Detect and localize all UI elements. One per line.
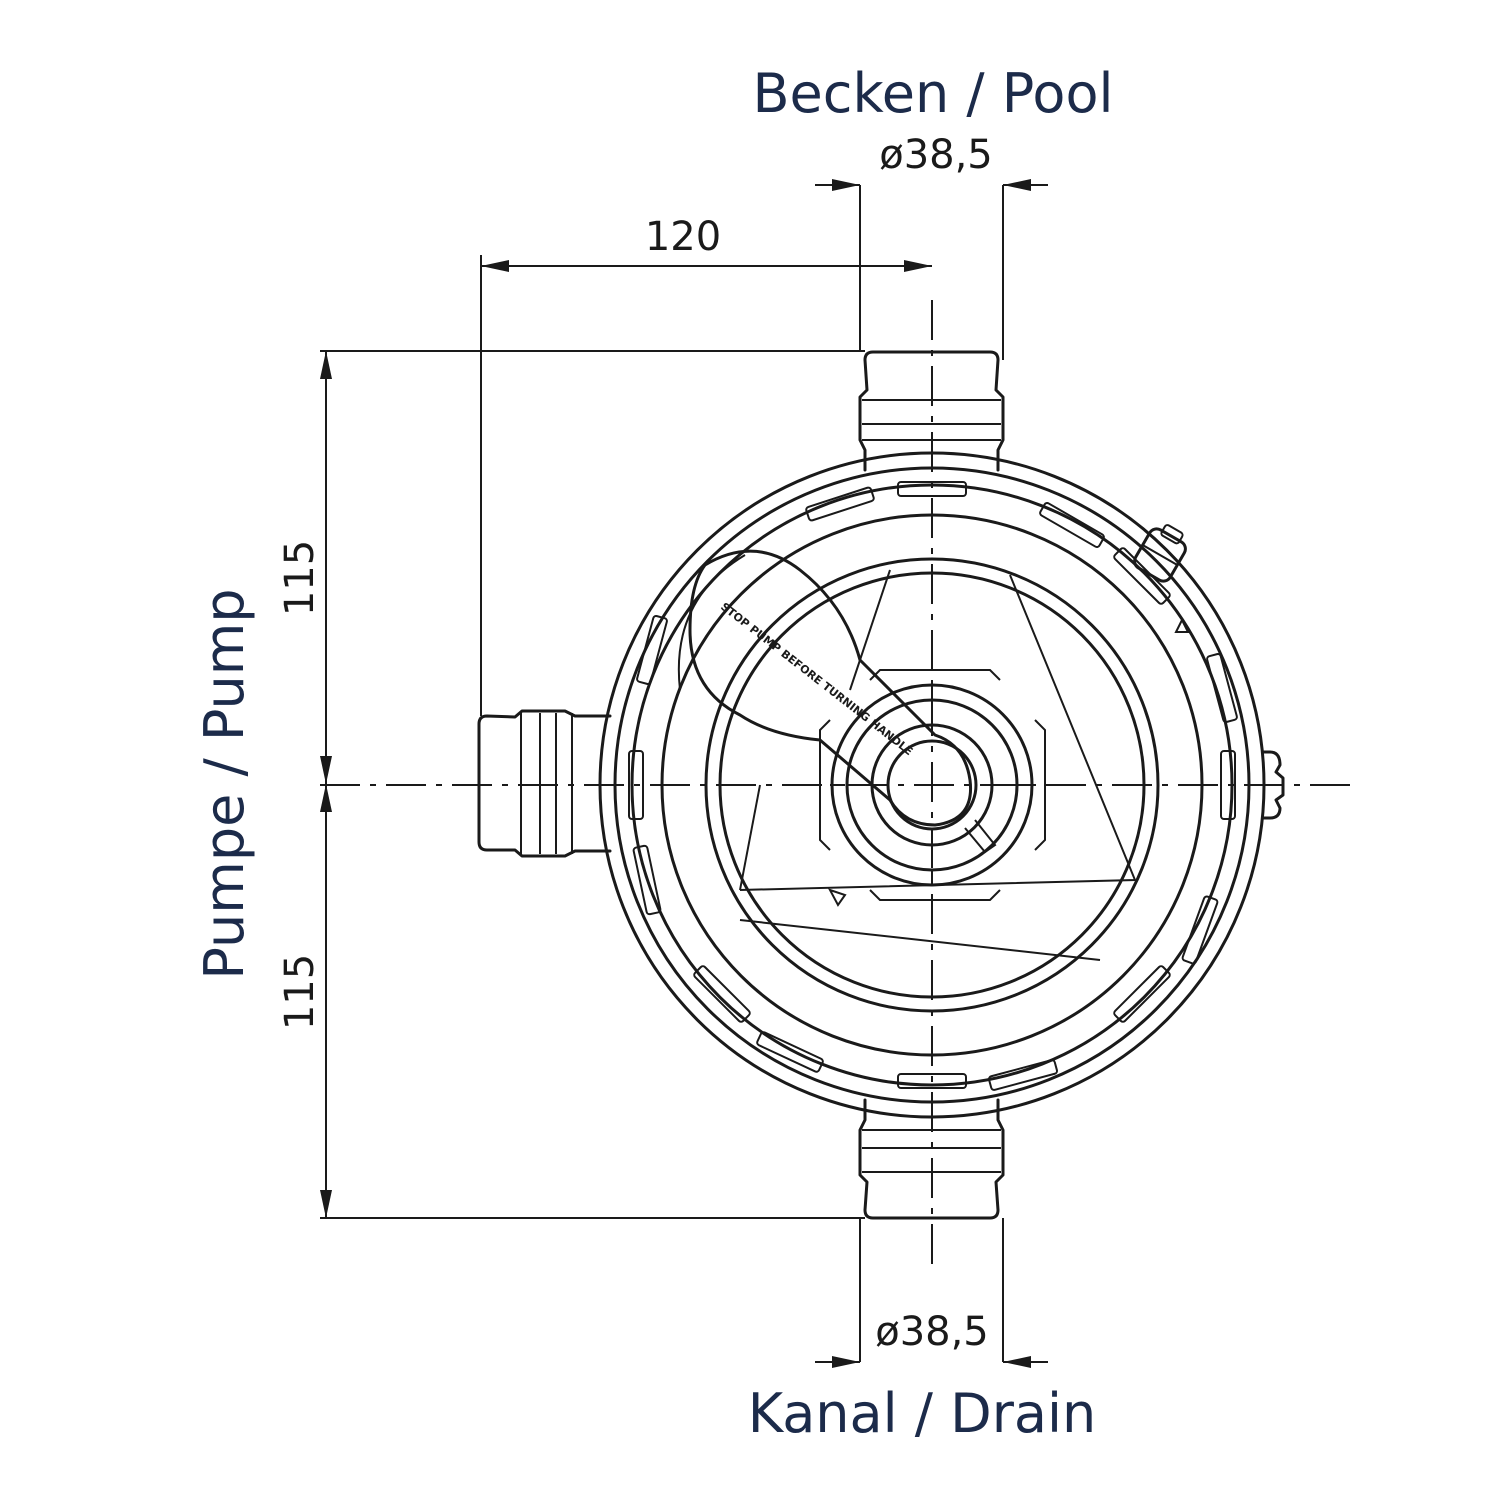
inner-flow-channel <box>739 569 1137 961</box>
top-right-latch <box>1133 524 1187 583</box>
alignment-marker <box>1174 617 1190 633</box>
horizontal-offset-value: 120 <box>645 214 721 260</box>
pool-port-label: Becken / Pool <box>753 62 1114 125</box>
valve-handle[interactable]: STOP PUMP BEFORE TURNING HANDLE <box>677 549 973 827</box>
right-lock-tab <box>1261 750 1285 820</box>
upper-height-value: 115 <box>277 540 323 616</box>
drain-port-label: Kanal / Drain <box>748 1382 1097 1445</box>
top-diameter-dimension: ø38,5 <box>815 132 1048 360</box>
bottom-diameter-value: ø38,5 <box>875 1309 989 1355</box>
clamp-lugs <box>628 481 1238 1091</box>
vertical-dimension: 115 115 <box>277 350 865 1219</box>
lower-height-value: 115 <box>277 954 323 1030</box>
horizontal-offset-dimension: 120 <box>480 214 932 716</box>
pump-port-nozzle <box>477 709 612 858</box>
centerlines <box>320 300 1355 1265</box>
pump-port-label: Pumpe / Pump <box>193 588 256 979</box>
bottom-diameter-dimension: ø38,5 <box>815 1218 1048 1368</box>
top-diameter-value: ø38,5 <box>879 132 993 178</box>
